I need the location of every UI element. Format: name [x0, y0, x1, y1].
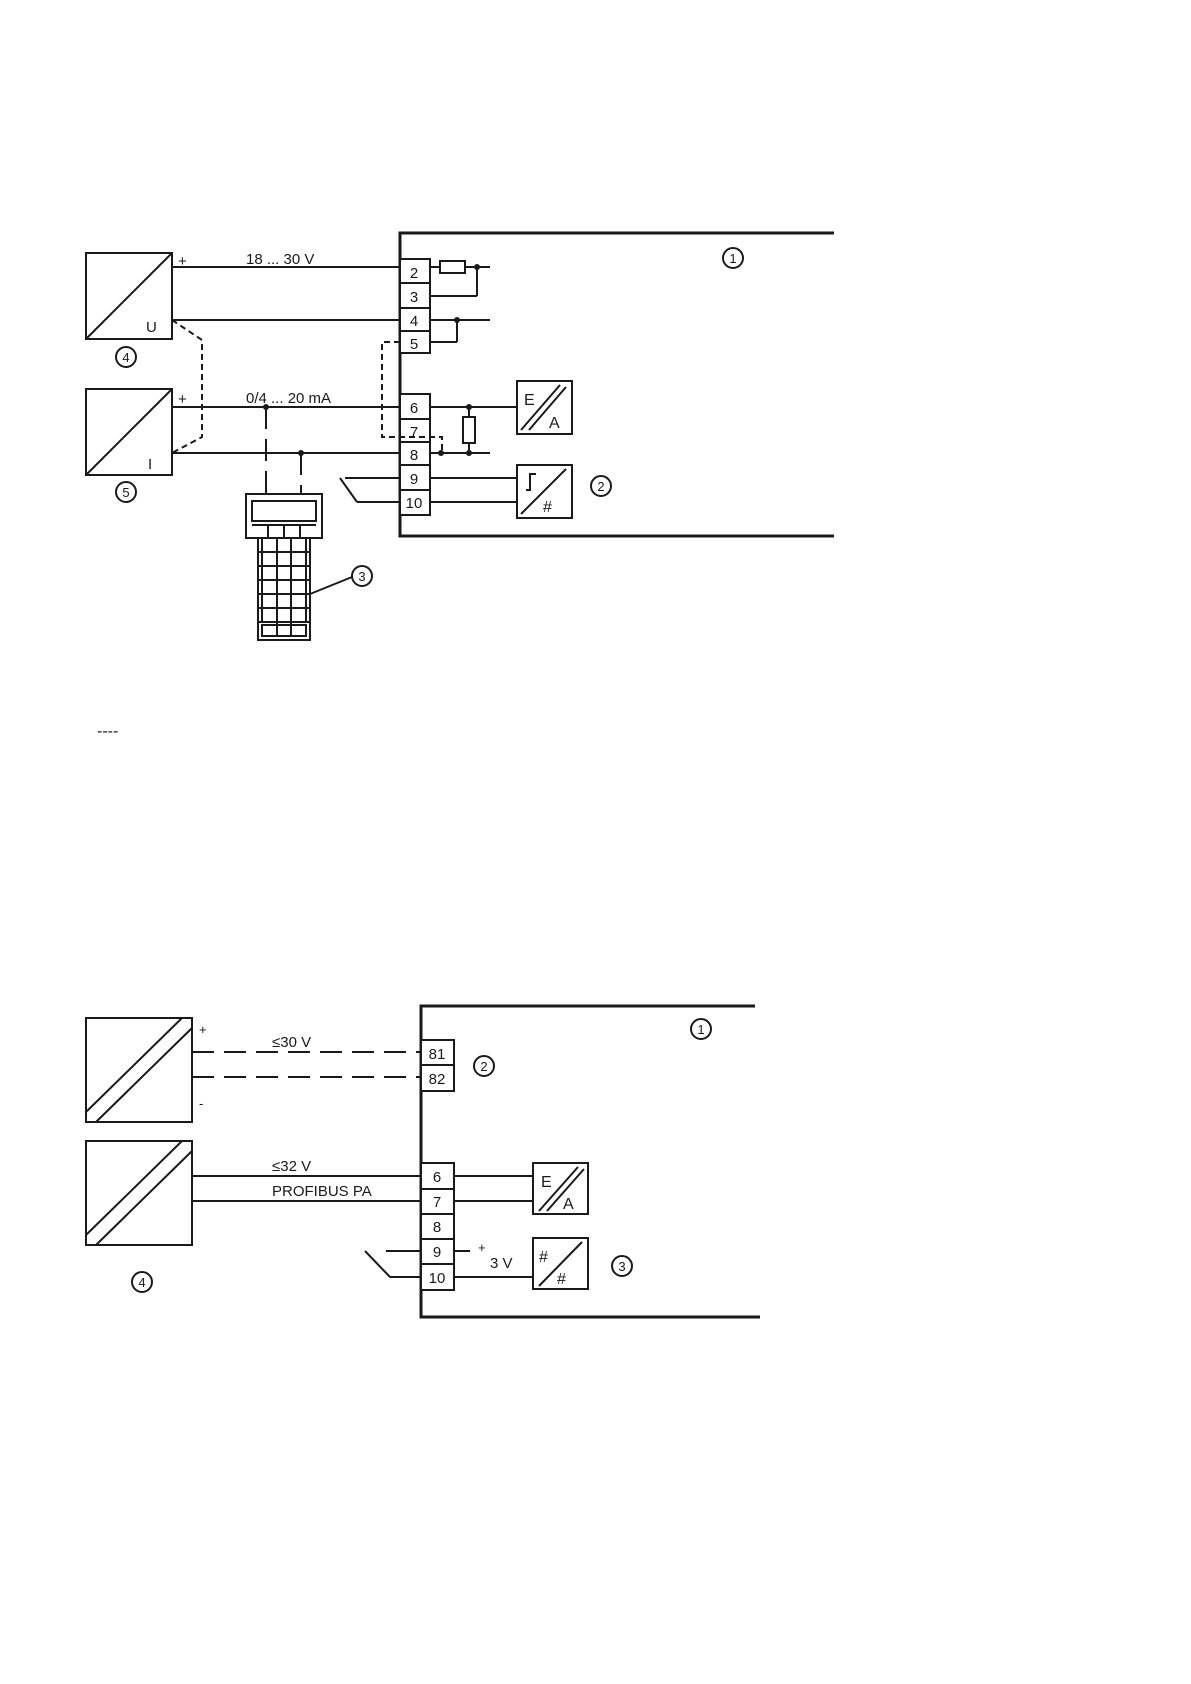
supply-plus-d2: + [199, 1022, 207, 1037]
diagram-2: 81 82 6 7 8 9 10 + - ≤30 V [86, 1006, 760, 1317]
diagram-1: 2 3 4 5 6 7 8 9 10 [86, 233, 834, 640]
digital-symbol-b-d2: # [557, 1271, 566, 1288]
terminal-8-d2: 8 [433, 1219, 441, 1236]
callout-1-diagram1: 1 [723, 248, 743, 268]
bus-voltage-label: ≤32 V [272, 1158, 311, 1175]
terminal-3: 3 [410, 289, 418, 306]
terminal-82: 82 [429, 1071, 446, 1088]
internal-resistor-1 [430, 261, 490, 296]
terminal-8: 8 [410, 447, 418, 464]
terminal-5: 5 [410, 336, 418, 353]
callout-4-diagram1: 4 [116, 347, 136, 367]
bus-name-label: PROFIBUS PA [272, 1183, 372, 1200]
terminal-2: 2 [410, 265, 418, 282]
svg-text:3: 3 [618, 1259, 625, 1274]
legend-dashed-line: ---- [97, 723, 118, 740]
svg-text:4: 4 [138, 1275, 145, 1290]
current-unit-letter: I [148, 456, 152, 473]
callout-2-diagram1: 2 [591, 476, 611, 496]
ea-letter-a-2: A [563, 1196, 574, 1213]
transmitter-voltage [86, 253, 172, 339]
digital-plus-d2: + [478, 1240, 486, 1255]
ea-letter-a-1: A [549, 415, 560, 432]
terminal-10-d2: 10 [429, 1270, 446, 1287]
svg-text:2: 2 [480, 1059, 487, 1074]
ea-letter-e-1: E [524, 392, 535, 409]
supply-minus-d2: - [199, 1096, 203, 1111]
binary-output-converter [340, 465, 572, 518]
terminal-6: 6 [410, 400, 418, 417]
device-enclosure-1 [400, 233, 834, 536]
terminal-10: 10 [406, 495, 423, 512]
svg-text:1: 1 [729, 251, 736, 266]
handheld-communicator [246, 494, 352, 640]
digital-symbol-a-d2: # [539, 1249, 548, 1266]
svg-text:2: 2 [597, 479, 604, 494]
svg-text:5: 5 [122, 485, 129, 500]
digital-symbol-1: # [543, 499, 552, 516]
device-enclosure-2 [421, 1006, 760, 1317]
callout-5-diagram1: 5 [116, 482, 136, 502]
supply-unit-letter: U [146, 319, 157, 336]
callout-3-diagram1: 3 [352, 566, 372, 586]
terminal-6-d2: 6 [433, 1169, 441, 1186]
svg-text:1: 1 [697, 1022, 704, 1037]
internal-link-4-5 [430, 317, 490, 342]
dashed-link-u-i [172, 320, 202, 453]
terminal-7: 7 [410, 424, 418, 441]
digital-voltage-d2: 3 V [490, 1255, 513, 1272]
callout-2-diagram2: 2 [474, 1056, 494, 1076]
supply-voltage-label: 18 ... 30 V [246, 251, 314, 268]
supply-unit-d2 [86, 1018, 192, 1122]
terminal-4: 4 [410, 313, 418, 330]
supply-voltage-d2: ≤30 V [272, 1034, 311, 1051]
bus-master-d2 [86, 1141, 192, 1245]
callout-1-diagram2: 1 [691, 1019, 711, 1039]
terminal-81: 81 [429, 1046, 446, 1063]
svg-text:3: 3 [358, 569, 365, 584]
callout-3-diagram2: 3 [612, 1256, 632, 1276]
svg-text:4: 4 [122, 350, 129, 365]
current-plus-sign: + [178, 391, 187, 408]
terminal-9: 9 [410, 471, 418, 488]
digital-converter-d2 [365, 1238, 588, 1289]
transmitter-current [86, 389, 172, 475]
ea-letter-e-2: E [541, 1174, 552, 1191]
current-range-label: 0/4 ... 20 mA [246, 390, 331, 407]
callout-4-diagram2: 4 [132, 1272, 152, 1292]
terminal-9-d2: 9 [433, 1244, 441, 1261]
terminal-7-d2: 7 [433, 1194, 441, 1211]
